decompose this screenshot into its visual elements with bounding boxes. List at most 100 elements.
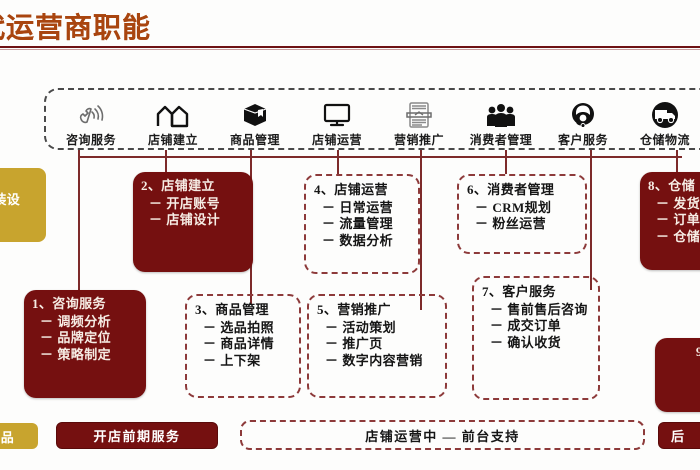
bottom-bar-label: 开店前期服务 <box>93 429 181 444</box>
bottom-bar-store-operating[interactable]: 店铺运营中 — 前台支持 <box>240 420 645 450</box>
connector-stub-4 <box>337 150 339 174</box>
icon-item-customer-service[interactable]: 客户服务 <box>542 100 624 148</box>
storefront-icon <box>156 100 190 130</box>
monitor-icon <box>322 100 352 130</box>
card-line: －品牌定位 <box>40 330 112 346</box>
bottom-bar-label: 品 <box>0 429 16 445</box>
card-line-text: 确认收货 <box>507 334 562 350</box>
card-line-text: 包装设 <box>0 191 21 207</box>
page-title: 商代运营商职能 <box>0 12 188 46</box>
card-line: －确认收货 <box>490 334 562 350</box>
card-line: －策略制定 <box>40 346 112 362</box>
icon-item-consulting[interactable]: 咨询服务 <box>50 100 132 148</box>
icon-item-store-setup[interactable]: 店铺建立 <box>132 100 214 148</box>
title-divider-thin <box>0 49 700 50</box>
card-line-text: 发货 <box>673 195 700 211</box>
icon-item-product-mgmt[interactable]: 商品管理 <box>214 100 296 148</box>
card-line-text: 品牌定位 <box>57 330 112 346</box>
icon-item-store-ops[interactable]: 店铺运营 <box>296 100 378 148</box>
card-title: 8、仓储 <box>648 178 696 193</box>
icon-bar-container <box>44 88 700 150</box>
card-line: －选品拍照 <box>203 319 275 335</box>
headset-agent-icon <box>568 100 598 130</box>
card-line-text: 选品拍照 <box>220 319 275 335</box>
connector-stub-2 <box>165 150 167 172</box>
connector-stub-5 <box>420 150 422 310</box>
card-line-text: 数据分析 <box>339 232 394 248</box>
card-line: －数据分析 <box>322 232 394 248</box>
card-line: －流量管理 <box>322 216 394 232</box>
card-line-text: 商品详情 <box>220 336 275 352</box>
card-title: 7、客户服务 <box>482 284 556 299</box>
icon-label: 商品管理 <box>229 133 280 147</box>
card-marketing-promotion[interactable]: 5、营销推广 －活动策划 －推广页 －数字内容营销 <box>307 294 447 398</box>
card-store-setup[interactable]: 2、店铺建立 －开店账号 －店铺设计 <box>133 172 253 272</box>
card-warehouse-logistics[interactable]: 8、仓储 －发货 －订单 －仓储 <box>640 172 700 270</box>
connector-trunk <box>78 156 682 158</box>
page-title-text: 商代运营商职能 <box>0 12 188 46</box>
card-line: －订单 <box>656 212 700 228</box>
card-line-text: 店铺设计 <box>166 212 221 228</box>
card-line-text: 流量管理 <box>339 216 394 232</box>
card-line: －上下架 <box>203 352 261 368</box>
icon-label: 营销推广 <box>393 133 444 147</box>
bottom-bar-pre-open-service[interactable]: 开店前期服务 <box>56 422 218 449</box>
bottom-bar-backend[interactable]: 后 <box>658 422 700 449</box>
card-title: 1、咨询服务 <box>32 296 106 311</box>
icon-item-marketing[interactable]: 营销推广 <box>378 100 460 148</box>
card-customer-service[interactable]: 7、客户服务 －售前售后咨询 －成交订单 －确认收货 <box>472 276 600 400</box>
connector-stub-1 <box>78 150 80 320</box>
card-consulting-service[interactable]: 1、咨询服务 －调频分析 －品牌定位 －策略制定 <box>24 290 146 398</box>
icon-label: 店铺运营 <box>311 133 362 147</box>
icon-label: 客户服务 <box>557 133 608 147</box>
card-title: 2、店铺建立 <box>141 178 215 193</box>
card-line-text: CRM规划 <box>492 199 552 215</box>
title-divider <box>0 46 700 48</box>
card-title: 设计 <box>0 174 40 191</box>
card-design-packaging[interactable]: 设计 包装设 <box>0 168 46 242</box>
card-line-text: 推广页 <box>342 336 383 352</box>
card-product-management[interactable]: 3、商品管理 －选品拍照 －商品详情 －上下架 <box>185 294 301 398</box>
phone-signal-icon <box>76 100 106 130</box>
card-line: －调频分析 <box>40 313 112 329</box>
card-line-text: 上下架 <box>220 352 261 368</box>
card-line: －活动策划 <box>325 319 397 335</box>
card-title: 5、营销推广 <box>317 302 391 317</box>
package-box-icon <box>240 100 270 130</box>
card-line-text: 调频分析 <box>57 313 112 329</box>
card-consumer-management[interactable]: 6、消费者管理 －CRM规划 －粉丝运营 <box>457 174 587 254</box>
connector-stub-6 <box>505 150 507 174</box>
card-line-text: 仓储 <box>673 228 700 244</box>
bottom-bar-gold[interactable]: 品 <box>0 423 38 449</box>
bottom-bar-label: 后 <box>671 429 686 444</box>
icon-label: 仓储物流 <box>639 133 690 147</box>
card-title: 6、消费者管理 <box>467 182 555 197</box>
card-line-text: 订单 <box>673 212 700 228</box>
card-line: －售前售后咨询 <box>490 301 588 317</box>
card-store-operations[interactable]: 4、店铺运营 －日常运营 －流量管理 －数据分析 <box>304 174 420 274</box>
card-line-text: 成交订单 <box>507 318 562 334</box>
icon-label: 店铺建立 <box>147 133 198 147</box>
megaphone-flyer-icon <box>405 100 433 130</box>
card-line: －仓储 <box>656 228 700 244</box>
icon-label: 咨询服务 <box>65 133 116 147</box>
card-nine-partial[interactable]: 9、 <box>655 338 700 412</box>
connector-stub-7 <box>590 150 592 290</box>
card-line-text: 日常运营 <box>339 199 394 215</box>
card-line: －商品详情 <box>203 336 275 352</box>
bottom-bar-label: 店铺运营中 — 前台支持 <box>365 428 520 444</box>
card-line: －成交订单 <box>490 318 562 334</box>
delivery-truck-icon <box>651 100 679 130</box>
card-line-text: 数字内容营销 <box>342 352 423 368</box>
icon-bar: 咨询服务 店铺建立 商品管理 <box>50 90 700 148</box>
card-line: －CRM规划 <box>475 199 552 215</box>
icon-item-warehouse-logistics[interactable]: 仓储物流 <box>624 100 700 148</box>
icon-label: 消费者管理 <box>469 133 533 147</box>
card-line: －数字内容营销 <box>325 352 423 368</box>
card-line: －粉丝运营 <box>475 216 547 232</box>
icon-item-consumer-mgmt[interactable]: 消费者管理 <box>460 100 542 148</box>
card-line-text: 售前售后咨询 <box>507 301 588 317</box>
card-line: 包装设 <box>0 192 40 209</box>
card-line: －开店账号 <box>149 195 221 211</box>
